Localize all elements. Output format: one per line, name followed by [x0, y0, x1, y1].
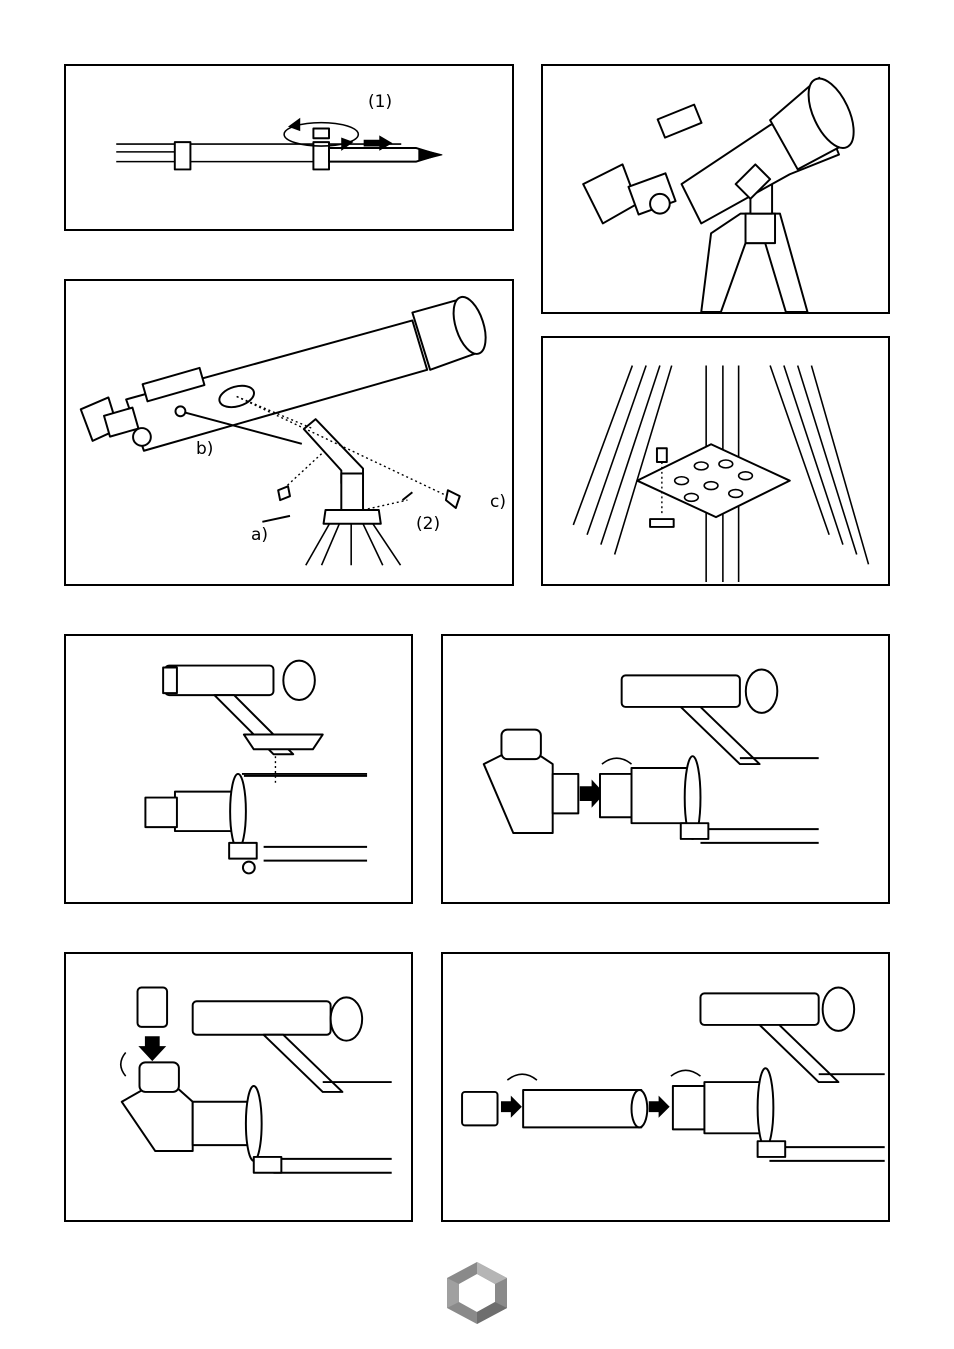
pin-2-icon [403, 492, 413, 500]
finder-attach-illustration [66, 636, 411, 902]
tripod-head [324, 510, 381, 524]
diagonal-insert-illustration [443, 636, 888, 902]
focuser-drawtube [673, 1086, 706, 1129]
label-part-c: c) [490, 494, 506, 511]
panel-tripod-leg-extension: (1) [64, 64, 514, 231]
focuser-drawtube [600, 774, 633, 817]
finder-scope [658, 105, 702, 138]
panel-telescope-assembly: b) c) a) (2) [64, 279, 514, 586]
tray-screw-icon [657, 448, 667, 462]
focuser [704, 1082, 763, 1133]
insert-arrow-1 [501, 1097, 521, 1117]
diagonal-barrel [553, 774, 579, 813]
focuser [175, 792, 234, 831]
wing-nut-icon [650, 519, 674, 527]
focus-knob [133, 428, 151, 446]
leg-foot-tip [419, 149, 442, 161]
finder-scope [622, 675, 740, 707]
finder-eyepiece [163, 668, 177, 694]
panel-extension-tube [441, 952, 890, 1222]
rotate-arrow-2 [671, 1070, 701, 1076]
focus-knob [145, 798, 177, 828]
finder-scope [700, 993, 818, 1025]
insert-down-arrow [139, 1037, 165, 1061]
accessory-tray-illustration [543, 338, 888, 584]
tripod-leg-illustration [66, 66, 512, 229]
focuser [193, 1102, 252, 1145]
rotate-arrow [121, 1053, 126, 1077]
label-part-a: a) [251, 527, 268, 544]
leg-clamp-left [175, 142, 191, 169]
rod-knob [229, 843, 257, 859]
finder-objective [283, 661, 315, 700]
hexagon-aperture-icon [443, 1260, 511, 1326]
wing-screw-icon [313, 128, 329, 138]
bracket-base [244, 735, 323, 750]
end-cap [462, 1092, 497, 1125]
wing-nut-c-icon [446, 490, 460, 508]
insert-arrow-2 [649, 1097, 669, 1117]
label-step-1: (1) [368, 94, 392, 111]
assembly-illustration [66, 281, 512, 584]
panel-accessory-tray [541, 336, 890, 586]
panel-diagonal-insert [441, 634, 890, 904]
extension-tube-illustration [443, 954, 888, 1220]
telescope-mount-illustration [543, 66, 888, 312]
focus-knob [650, 194, 670, 214]
finder-scope [193, 1001, 331, 1034]
panel-eyepiece-insert [64, 952, 413, 1222]
diagonal-eyepiece [583, 164, 637, 223]
rotate-arrow [602, 758, 632, 764]
focuser [632, 768, 691, 823]
rotate-arrowhead-left [289, 119, 300, 131]
bolt-a-icon [262, 516, 290, 522]
eyepiece-insert-illustration [66, 954, 411, 1220]
extension-tube [523, 1090, 641, 1127]
label-part-b: b) [196, 441, 213, 458]
mount-column [341, 473, 363, 512]
label-step-2: (2) [416, 516, 440, 533]
panel-finder-attach [64, 634, 413, 904]
wing-bolt-icon [278, 486, 290, 500]
finder-scope [165, 666, 273, 696]
finder-bracket [264, 1035, 343, 1092]
panel-telescope-mounted [541, 64, 890, 314]
eyepiece [138, 987, 168, 1026]
rotate-arrow-1 [507, 1074, 537, 1080]
